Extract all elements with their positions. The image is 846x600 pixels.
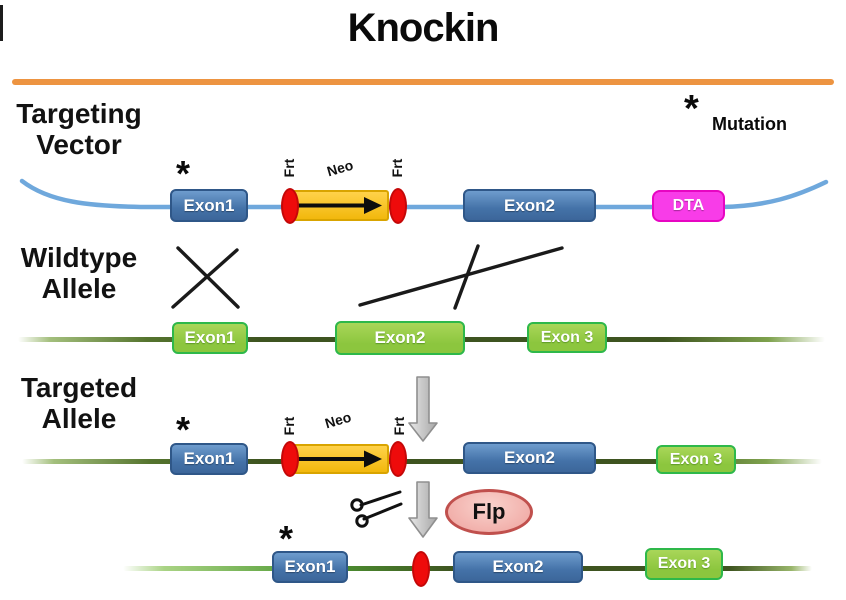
wildtype-allele-line1: Wildtype xyxy=(20,242,138,273)
targeting-vector-backbone-line xyxy=(19,178,829,210)
mutation-asterisk-icon: * xyxy=(176,409,191,450)
down-arrow-icon-excision xyxy=(408,481,438,538)
neo-cassette-box xyxy=(290,190,389,221)
targeted-exon2-box: Exon2 xyxy=(463,442,596,474)
mutation-asterisk-icon: * xyxy=(279,518,294,559)
frt-site-label: Frt xyxy=(389,158,405,178)
targeted-exon3-box: Exon 3 xyxy=(656,445,736,474)
crossover-slash-icon xyxy=(358,244,564,310)
targeted-exon1-box: Exon1 xyxy=(170,443,248,475)
section-label-targeted-allele: Targeted Allele xyxy=(4,372,154,435)
frt-site-icon xyxy=(281,188,299,224)
wildtype-exon3-box: Exon 3 xyxy=(527,322,607,353)
targeting-vector-exon2-box: Exon2 xyxy=(463,189,596,222)
frt-site-icon xyxy=(412,551,430,587)
targeting-vector-exon1-box: Exon1 xyxy=(170,189,248,222)
dta-cassette-box: DTA xyxy=(652,190,725,222)
targeted-allele-line2: Allele xyxy=(41,403,117,435)
targeting-vector-line1: Targeting xyxy=(16,98,142,129)
crossover-x-icon xyxy=(171,246,240,309)
title-divider xyxy=(12,79,834,85)
frt-site-icon xyxy=(389,441,407,477)
frt-site-icon xyxy=(281,441,299,477)
section-label-wildtype-allele: Wildtype Allele xyxy=(4,242,154,305)
final-exon2-box: Exon2 xyxy=(453,551,583,583)
neo-arrow-icon xyxy=(298,450,382,468)
down-arrow-icon-recombination xyxy=(408,376,438,442)
wildtype-allele-line2: Allele xyxy=(41,273,117,305)
frt-site-icon xyxy=(389,188,407,224)
wildtype-exon1-box: Exon1 xyxy=(172,322,248,354)
targeted-allele-line xyxy=(22,459,822,464)
targeting-vector-line2: Vector xyxy=(36,129,122,161)
diagram-title: Knockin xyxy=(347,6,500,50)
mutation-asterisk-icon: * xyxy=(176,153,191,194)
frt-site-label: Frt xyxy=(281,158,297,178)
final-exon1-box: Exon1 xyxy=(272,551,348,583)
flp-label: Flp xyxy=(472,499,506,524)
frt-site-label: Frt xyxy=(391,416,407,436)
scissors-icon xyxy=(350,490,403,528)
wildtype-exon2-box: Exon2 xyxy=(335,321,465,355)
section-label-targeting-vector: Targeting Vector xyxy=(4,98,154,161)
mutation-legend-label: Mutation xyxy=(712,114,787,134)
page-edge-mark xyxy=(0,5,3,41)
mutation-asterisk-icon: * xyxy=(684,88,699,130)
targeted-allele-line1: Targeted xyxy=(20,372,138,403)
neo-cassette-box xyxy=(290,444,389,474)
frt-site-label: Frt xyxy=(281,416,297,436)
flp-recombinase-badge: Flp xyxy=(445,489,533,535)
final-exon3-box: Exon 3 xyxy=(645,548,723,580)
neo-arrow-icon xyxy=(298,197,382,214)
